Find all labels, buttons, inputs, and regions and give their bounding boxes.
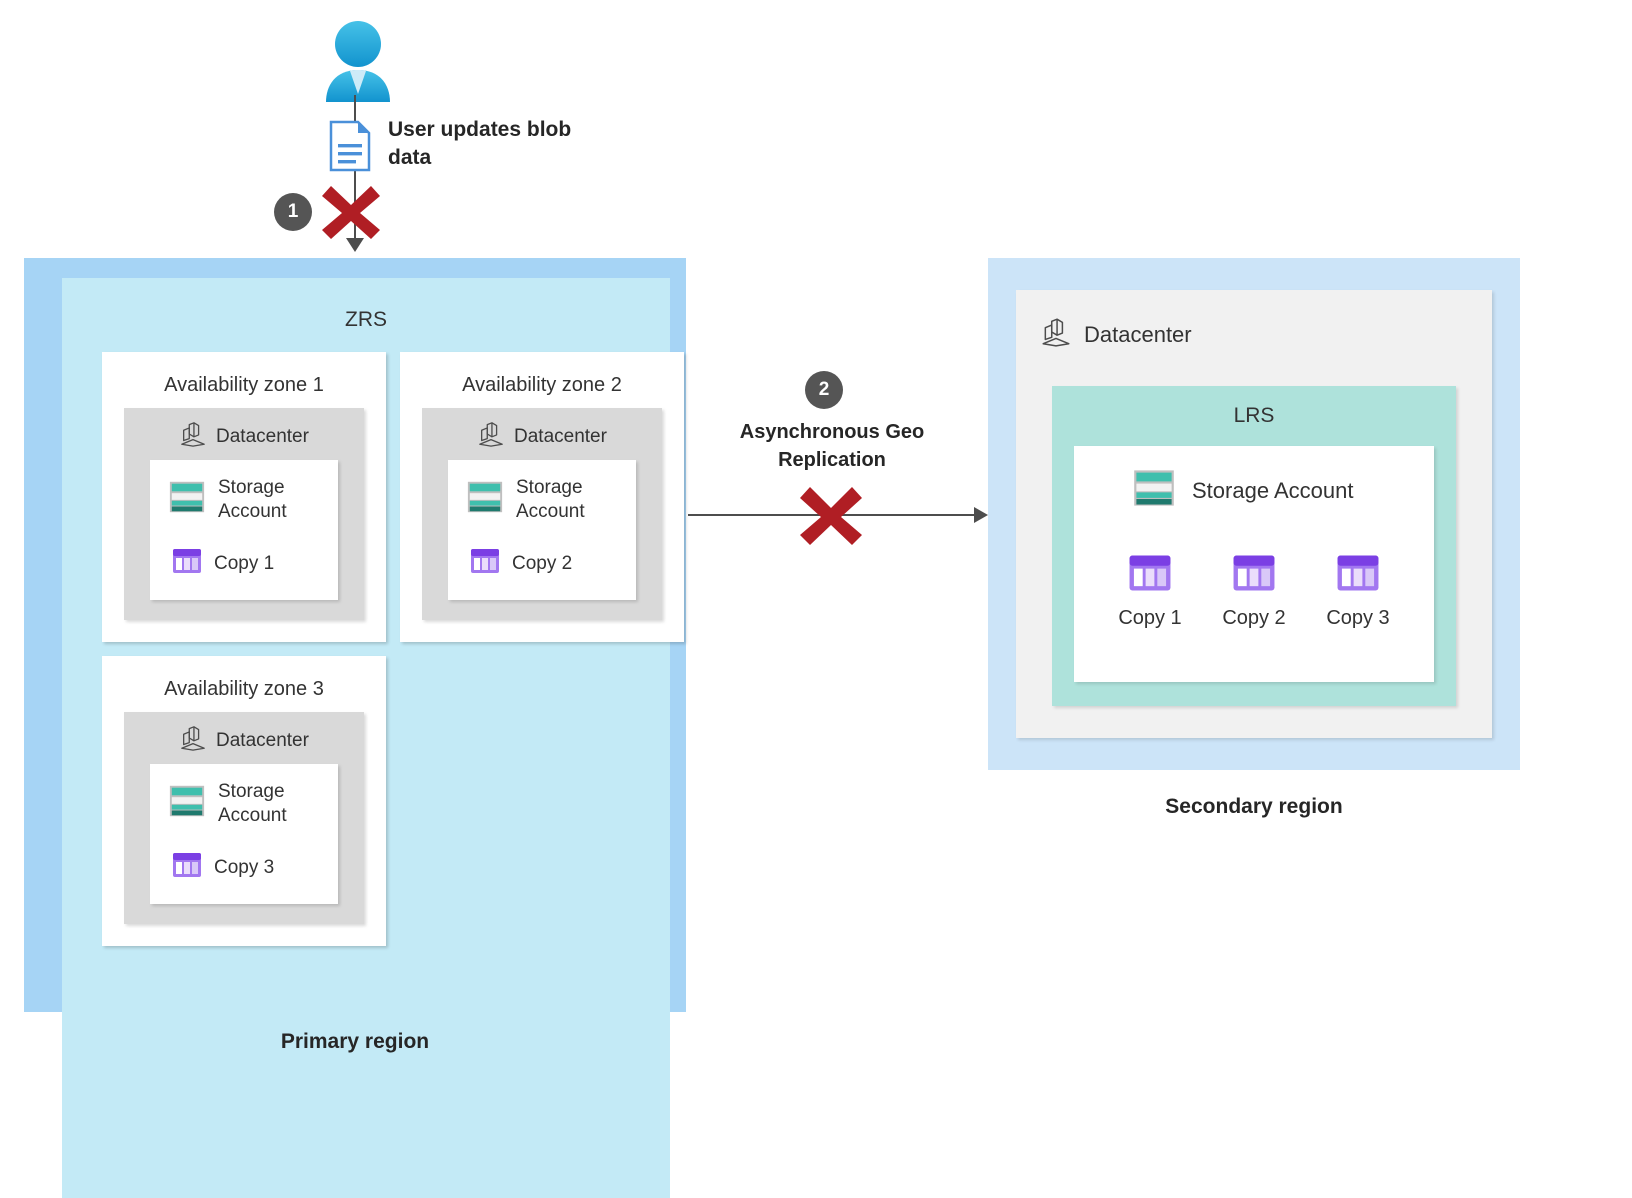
availability-zone-title: Availability zone 2 [462,374,622,396]
datacenter-box: Datacenter Storage [422,408,662,620]
secondary-region-container: Datacenter LRS Storage Account [988,258,1520,770]
datacenter-box: Datacenter Storage [124,408,364,620]
storage-account-icon [466,478,504,521]
copy-icon [470,548,500,579]
storage-account-row: Storage Account [466,476,636,524]
lrs-container: LRS Storage Account [1052,386,1456,706]
availability-zone-1: Availability zone 1 Datacent [102,352,386,642]
copy-label: Copy 3 [1326,607,1390,629]
copy-row: Copy 3 [172,852,274,883]
datacenter-box: Datacenter Storage [124,712,364,924]
datacenter-label: Datacenter [514,425,607,447]
datacenter-icon [477,420,505,453]
copy-icon [1232,554,1276,597]
secondary-datacenter-box: Datacenter LRS Storage Account [1016,290,1492,738]
copy-icon [1128,554,1172,597]
datacenter-label: Datacenter [216,729,309,751]
storage-account-icon [168,782,206,825]
zone-resources-box: Storage Account Copy 3 [150,764,338,904]
copy-label: Copy 2 [1222,607,1286,629]
zone-resources-box: Storage Account Copy 2 [448,460,636,600]
copy-item: Copy 2 [1222,554,1286,630]
zone-resources-box: Storage Account Copy 1 [150,460,338,600]
primary-region-container: ZRS Availability zone 1 [24,258,686,1198]
step-badge-1: 1 [274,193,312,231]
zrs-container: ZRS Availability zone 1 [62,278,684,1198]
copy-label: Copy 1 [214,552,275,574]
geo-replication-label: Asynchronous Geo Replication [739,421,925,471]
copy-label: Copy 2 [512,552,573,574]
lrs-resources-box: Storage Account C [1074,446,1434,682]
connector-arrowhead-down [346,238,364,252]
datacenter-label: Datacenter [216,425,309,447]
storage-account-icon [168,478,206,521]
datacenter-icon [179,420,207,453]
availability-zone-title: Availability zone 1 [164,374,324,396]
storage-account-icon [1132,466,1176,515]
availability-zone-3: Availability zone 3 Datacent [102,656,386,946]
datacenter-icon [179,724,207,757]
copy-label: Copy 3 [214,856,275,878]
availability-zone-2: Availability zone 2 Datacent [400,352,684,642]
zrs-title: ZRS [345,308,387,331]
datacenter-icon [1040,316,1072,353]
storage-account-label: Storage Account [516,477,585,522]
datacenter-header: Datacenter [422,420,662,453]
secondary-copies-group: Copy 1 Copy 2 [1098,554,1410,630]
storage-account-row: Storage Account [168,476,338,524]
copy-icon [172,548,202,579]
storage-account-label: Storage Account [1192,477,1354,503]
storage-account-label: Storage Account [218,477,287,522]
copy-item: Copy 3 [1326,554,1390,630]
copy-item: Copy 1 [1118,554,1182,630]
copy-label: Copy 1 [1118,607,1182,629]
datacenter-header: Datacenter [124,724,364,757]
copy-icon [172,852,202,883]
storage-account-row: Storage Account [1132,466,1353,515]
copy-row: Copy 2 [470,548,572,579]
red-x-icon [320,184,382,240]
datacenter-label: Datacenter [1084,321,1192,347]
storage-account-row: Storage Account [168,780,338,828]
copy-icon [1336,554,1380,597]
geo-connector-arrowhead [974,507,988,523]
copy-row: Copy 1 [172,548,274,579]
document-icon [328,120,372,172]
secondary-region-caption: Secondary region [1165,795,1343,818]
lrs-title: LRS [1233,404,1275,427]
datacenter-header: Datacenter [1040,316,1192,353]
datacenter-header: Datacenter [124,420,364,453]
primary-region-caption: Primary region [280,1030,430,1053]
user-icon [320,20,396,102]
storage-account-label: Storage Account [218,781,287,826]
red-x-icon [798,485,864,547]
step-badge-2: 2 [805,371,843,409]
user-updates-label: User updates blob data [388,118,572,170]
availability-zone-title: Availability zone 3 [164,678,324,700]
